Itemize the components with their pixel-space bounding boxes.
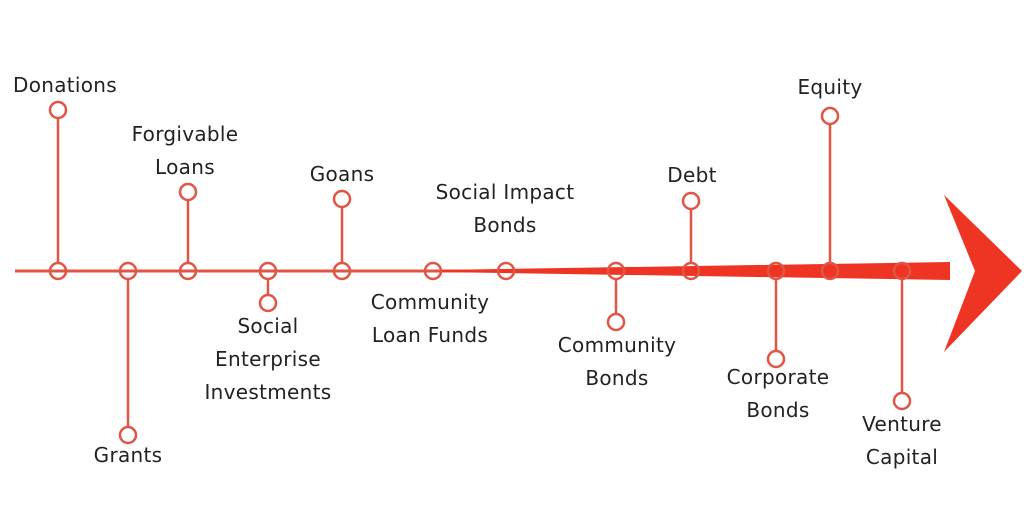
grants-label: Grants: [94, 443, 163, 467]
debt-axis-marker: [681, 261, 701, 281]
goans-label: Goans: [310, 162, 375, 186]
social-enterprise-investments-label: Investments: [204, 380, 331, 404]
equity-axis-marker: [820, 261, 840, 281]
equity-end-marker: [820, 106, 840, 126]
corporate-bonds-end-marker: [766, 349, 786, 369]
community-loan-funds-label: Community: [371, 290, 489, 314]
community-bonds-end-marker: [606, 312, 626, 332]
venture-capital-label: Venture: [862, 412, 942, 436]
venture-capital-end-marker: [892, 391, 912, 411]
community-bonds-label: Bonds: [585, 366, 648, 390]
community-bonds-axis-marker: [606, 261, 626, 281]
forgivable-loans-end-marker: [178, 182, 198, 202]
donations-end-marker: [48, 100, 68, 120]
debt-end-marker: [681, 191, 701, 211]
community-loan-funds-axis-marker: [423, 261, 443, 281]
donations-axis-marker: [48, 261, 68, 281]
goans-end-marker: [332, 189, 352, 209]
venture-capital-axis-marker: [892, 261, 912, 281]
forgivable-loans-label: Forgivable: [132, 122, 239, 146]
forgivable-loans-label: Loans: [155, 155, 215, 179]
debt-label: Debt: [667, 163, 716, 187]
equity-label: Equity: [797, 75, 862, 99]
donations-label: Donations: [13, 73, 117, 97]
corporate-bonds-axis-marker: [766, 261, 786, 281]
social-enterprise-investments-label: Social: [237, 314, 298, 338]
arrow-head: [944, 195, 1022, 352]
social-impact-bonds-axis-marker: [496, 261, 516, 281]
social-enterprise-investments-end-marker: [258, 293, 278, 313]
corporate-bonds-label: Corporate: [727, 365, 830, 389]
social-enterprise-investments-axis-marker: [258, 261, 278, 281]
grants-end-marker: [118, 425, 138, 445]
social-impact-bonds-label: Social Impact: [436, 180, 575, 204]
goans-axis-marker: [332, 261, 352, 281]
community-loan-funds-label: Loan Funds: [372, 323, 488, 347]
social-impact-bonds-label: Bonds: [473, 213, 536, 237]
venture-capital-label: Capital: [866, 445, 938, 469]
corporate-bonds-label: Bonds: [746, 398, 809, 422]
grants-axis-marker: [118, 261, 138, 281]
social-enterprise-investments-label: Enterprise: [215, 347, 321, 371]
community-bonds-label: Community: [558, 333, 676, 357]
forgivable-loans-axis-marker: [178, 261, 198, 281]
